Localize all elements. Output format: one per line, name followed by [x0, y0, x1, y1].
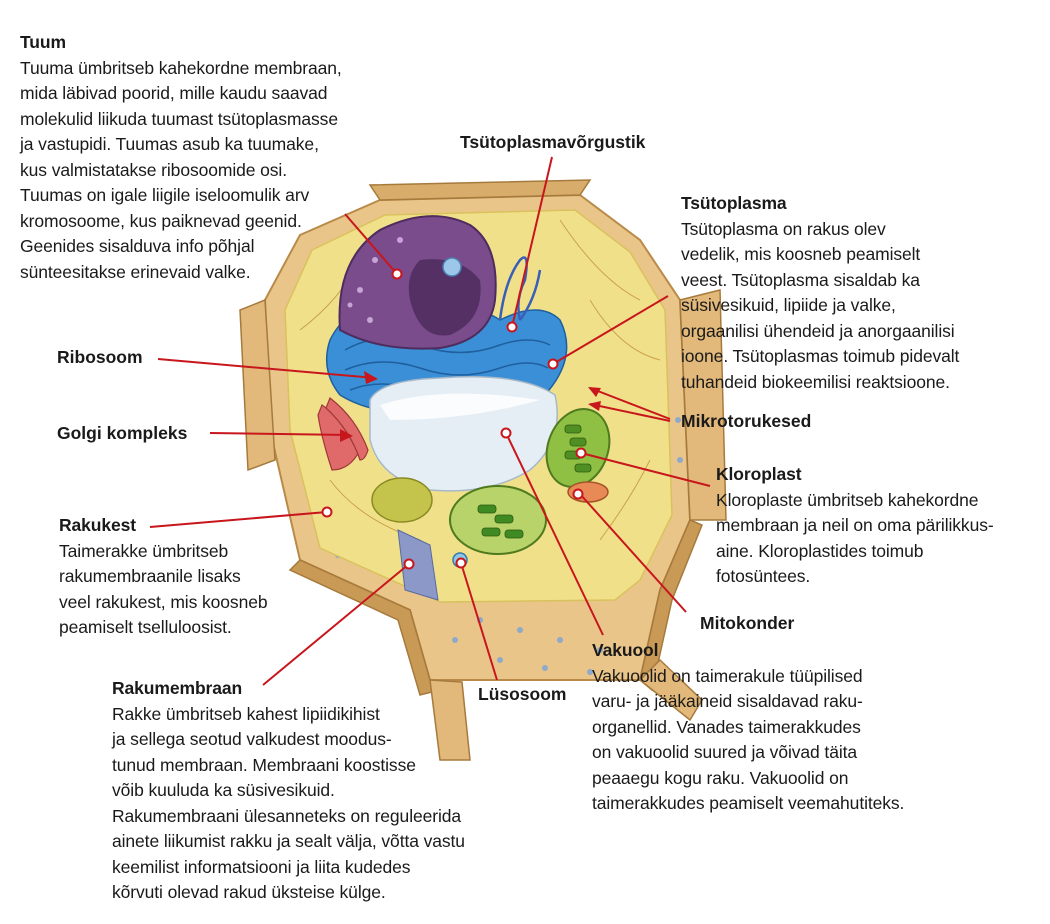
text-line: veel rakukest, mis koosneb [59, 591, 268, 612]
label-tuum-body: Tuuma ümbritseb kahekordne membraan, mida… [20, 56, 342, 286]
text-line: Kloroplaste ümbritseb kahekordne [716, 489, 979, 510]
neighbor-wall-bottom [429, 679, 471, 761]
label-rakukest-title: Rakukest [59, 515, 137, 535]
text-line: peaaegu kogu raku. Vakuoolid on [592, 767, 849, 788]
label-rakumembraan-body: Rakke ümbritseb kahest lipiidikihist ja s… [112, 702, 465, 906]
text-line: Tuuma ümbritseb kahekordne membraan, [20, 57, 342, 78]
text-line: molekulid liikuda tuumast tsütoplasmasse [20, 108, 338, 129]
text-line: kus valmistatakse ribosoomide osi. [20, 159, 287, 180]
text-line: keemilist informatsiooni ja liita kudede… [112, 856, 411, 877]
neighbor-wall-top [368, 179, 592, 201]
label-kloroplast: Kloroplast Kloroplaste ümbritseb kahekor… [716, 462, 994, 590]
label-tuum: Tuum Tuuma ümbritseb kahekordne membraan… [20, 30, 342, 285]
text-line: Geenides sisalduva info põhjal [20, 236, 255, 256]
text-line: rakumembraanile lisaks [59, 566, 241, 586]
text-line: sünteesitakse erinevaid valke. [20, 261, 251, 282]
label-ribosoom: Ribosoom [57, 347, 143, 367]
label-rakukest: Rakukest Taimerakke ümbritseb rakumembraa… [59, 513, 268, 641]
label-tsytoplasma-title: Tsütoplasma [681, 193, 787, 213]
leader-arrowheads [340, 371, 601, 442]
label-vakuool-title: Vakuool [592, 640, 659, 660]
text-line: aine. Kloroplastides toimub [716, 540, 924, 561]
label-golgi: Golgi kompleks [57, 423, 188, 443]
text-line: ioone. Tsütoplasmas toimub pidevalt [681, 346, 960, 366]
text-line: tunud membraan. Membraani koostisse [112, 754, 416, 775]
text-line: veest. Tsütoplasma sisaldab ka [681, 269, 920, 290]
text-line: Taimerakke ümbritseb [59, 540, 229, 561]
label-mikrotorukesed: Mikrotorukesed [681, 411, 812, 431]
label-rakukest-body: Taimerakke ümbritseb rakumembraanile lisa… [59, 539, 268, 641]
label-kloroplast-title: Kloroplast [716, 464, 802, 484]
text-line: Tuumas on igale liigile iseloomulik arv [20, 185, 310, 205]
label-tsytoplasma: Tsütoplasma Tsütoplasma on rakus olev ved… [681, 191, 959, 395]
text-line: on vakuoolid suured ja võivad täita [592, 742, 858, 762]
nucleus-inner [408, 259, 481, 336]
label-vakuool: Vakuool Vakuoolid on taimerakule tüüpili… [592, 638, 904, 817]
label-vakuool-body: Vakuoolid on taimerakule tüüpilised varu-… [592, 664, 904, 817]
text-line: Rakke ümbritseb kahest lipiidikihist [112, 703, 380, 724]
organelle-yellow [371, 477, 433, 523]
text-line: orgaanilisi ühendeid ja anorgaanilisi [681, 320, 955, 341]
chloroplast-bottom-grana [477, 504, 524, 539]
chloroplast-top [545, 408, 611, 488]
vesicle [442, 257, 462, 277]
text-line: ja vastupidi. Tuumas asub ka tuumake, [20, 134, 319, 154]
text-line: organellid. Vanades taimerakkudes [592, 716, 861, 737]
text-line: võib kuuluda ka süsivesikuid. [112, 780, 335, 800]
label-rakumembraan-title: Rakumembraan [112, 678, 243, 698]
text-line: varu- ja jääkaineid sisaldavad raku- [592, 691, 863, 711]
text-line: vedelik, mis koosneb peamiselt [681, 244, 921, 264]
neighbor-wall-bottom-right [638, 658, 703, 722]
label-mitokonder: Mitokonder [700, 613, 795, 633]
text-line: ja sellega seotud valkudest moodus- [112, 729, 392, 749]
text-line: fotosüntees. [716, 566, 811, 586]
text-line: mida läbivad poorid, mille kaudu saavad [20, 83, 328, 103]
text-line: ainete liikumist rakku ja sealt välja, v… [112, 831, 465, 851]
text-line: süsivesikuid, lipiide ja valke, [681, 295, 896, 315]
neighbor-wall-right [679, 289, 727, 521]
nuclear-pores [347, 237, 403, 323]
label-tsytoplasma-body: Tsütoplasma on rakus olev vedelik, mis ko… [681, 217, 959, 396]
text-line: membraan ja neil on oma pärilikkus- [716, 515, 994, 535]
label-lysosoom: Lüsosoom [478, 684, 567, 704]
cell-wall-front [288, 559, 442, 696]
golgi-apparatus [317, 397, 369, 471]
text-line: Tsütoplasma on rakus olev [681, 218, 886, 239]
label-rakumembraan: Rakumembraan Rakke ümbritseb kahest lipi… [112, 676, 465, 906]
text-line: kromosoome, kus paiknevad geenid. [20, 210, 302, 231]
label-tuum-title: Tuum [20, 32, 66, 52]
label-kloroplast-body: Kloroplaste ümbritseb kahekordne membraan… [716, 488, 994, 590]
text-line: Vakuoolid on taimerakule tüüpilised [592, 665, 863, 686]
text-line: kõrvuti olevad rakud üksteise külge. [112, 882, 386, 902]
chloroplast-grana [564, 424, 592, 473]
leader-lines [149, 156, 711, 686]
neighbor-wall-left [239, 298, 276, 472]
text-line: Rakumembraani ülesanneteks on reguleerid… [112, 805, 462, 826]
label-tsytoplasmavorgustik: Tsütoplasmavõrgustik [460, 132, 646, 152]
text-line: tuhandeid biokeemilisi reaktsioone. [681, 371, 950, 392]
text-line: taimerakkudes peamiselt veemahutiteks. [592, 793, 905, 813]
vacuole-highlight [380, 393, 540, 420]
leader-dots [321, 268, 587, 570]
text-line: peamiselt tselluloosist. [59, 617, 232, 637]
